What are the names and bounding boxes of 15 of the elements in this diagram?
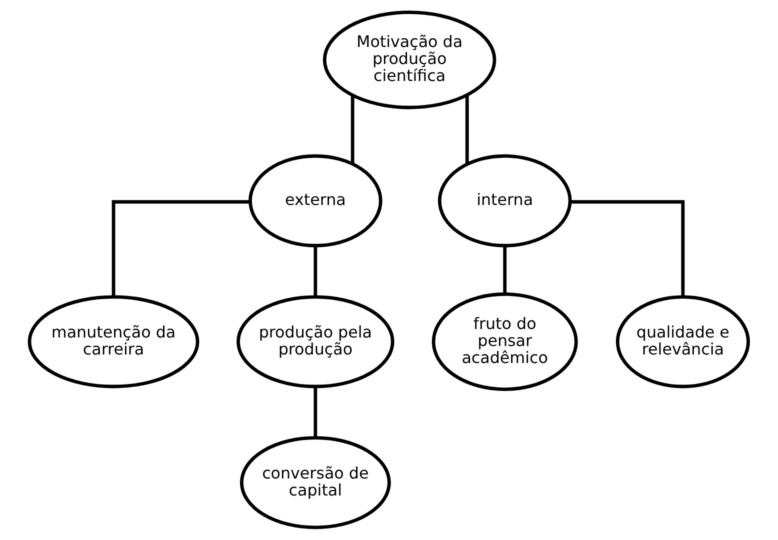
- node-ellipse: qualidade e relevância: [616, 295, 750, 388]
- node-ellipse: externa: [248, 154, 382, 248]
- connector: [503, 246, 507, 294]
- node-ellipse: Motivação da produção científica: [322, 10, 496, 110]
- connector: [570, 200, 685, 297]
- connector: [314, 386, 318, 438]
- connector: [350, 95, 354, 164]
- connector: [314, 246, 318, 297]
- connector: [465, 95, 469, 164]
- node-ellipse: manutenção da carreira: [28, 295, 200, 388]
- node-ellipse: produção pela produção: [236, 295, 394, 388]
- node-ellipse: conversão de capital: [240, 436, 391, 530]
- connector: [112, 200, 250, 297]
- node-ellipse: fruto do pensar acadêmico: [432, 292, 578, 391]
- node-ellipse: interna: [438, 154, 572, 248]
